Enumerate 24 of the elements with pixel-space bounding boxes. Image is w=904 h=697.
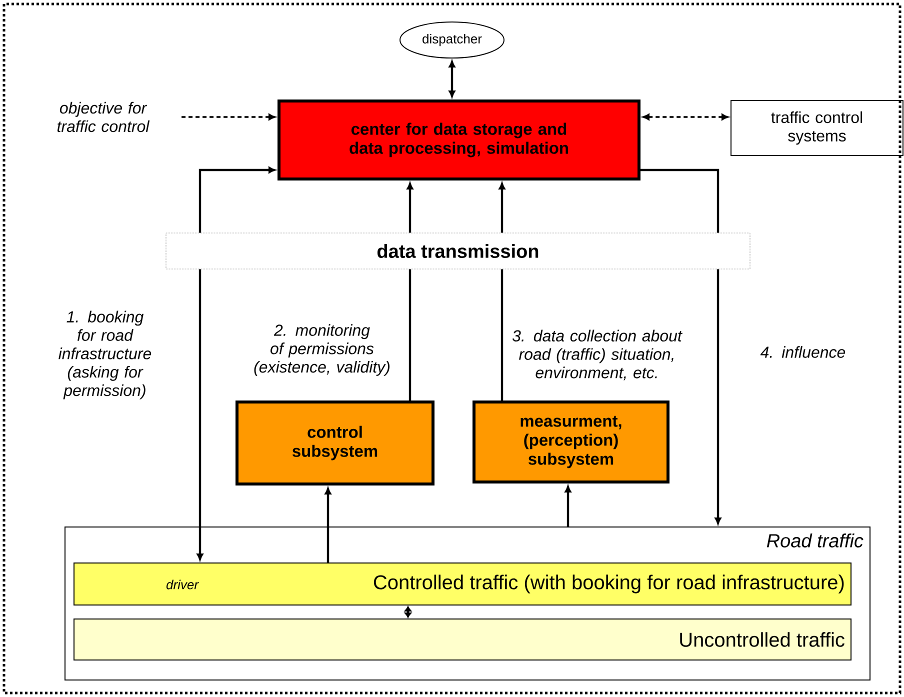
arrow (324, 488, 332, 562)
arrow (642, 114, 728, 120)
edge-label: 3. data collection about road (traffic) situation, environment, etc. (512, 330, 682, 380)
arrow (182, 114, 276, 120)
edge-label: 4. influence (760, 346, 846, 358)
center-box: center for data storage and data processing, simulation (278, 100, 640, 180)
arrow (564, 486, 572, 526)
arrow (448, 60, 456, 98)
transmission-band: data transmission (166, 232, 750, 270)
system-box: traffic control systems (730, 100, 904, 156)
traffic-band: Uncontrolled traffic (74, 618, 852, 660)
arrow (404, 606, 412, 618)
subsystem-box: control subsystem (236, 400, 434, 486)
arrow (406, 182, 414, 233)
edge-label: 2. monitoring of permissions (existence, validity) (254, 324, 390, 376)
edge-label: 1. booking for road infrastructure (asking for permission) (58, 310, 152, 400)
arrow (196, 269, 204, 560)
traffic-band: driver Controlled traffic (with booking for road infrastructure) (74, 562, 852, 606)
input-text: objective for traffic control (58, 102, 150, 132)
subsystem-box: measurment, (perception) subsystem (472, 400, 670, 484)
arrow (714, 269, 722, 524)
ellipse-node: dispatcher (400, 22, 504, 58)
arrow (198, 166, 276, 233)
arrow (498, 182, 506, 233)
